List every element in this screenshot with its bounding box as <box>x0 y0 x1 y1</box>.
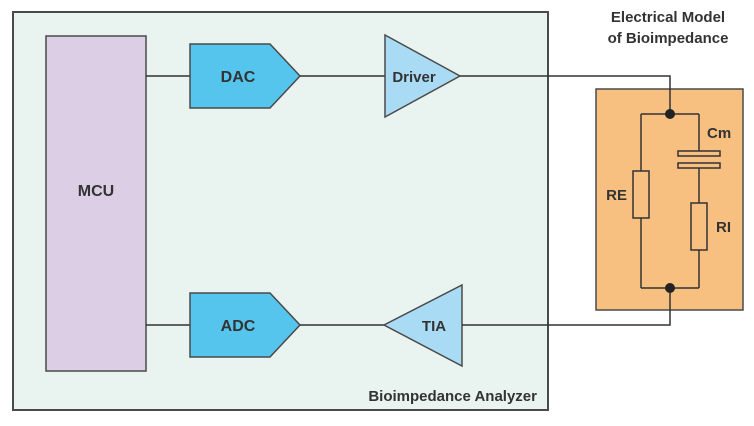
top-junction-dot <box>665 109 675 119</box>
model-title-line1: Electrical Model <box>611 9 725 26</box>
re-resistor <box>632 170 650 219</box>
driver-amplifier <box>384 33 462 119</box>
wire-model-tia <box>462 288 671 326</box>
cm-capacitor-plate-bottom <box>677 162 721 169</box>
dac-block <box>189 43 302 109</box>
cm-capacitor-plate-top <box>677 150 721 157</box>
re-label: RE <box>606 187 627 204</box>
ri-resistor <box>690 202 708 251</box>
tia-label: TIA <box>422 318 446 335</box>
adc-label: ADC <box>221 318 256 335</box>
bottom-junction-dot <box>665 283 675 293</box>
cm-label: Cm <box>707 125 731 142</box>
dac-label: DAC <box>221 69 256 86</box>
adc-block <box>189 292 302 358</box>
ri-label: RI <box>716 219 731 236</box>
analyzer-title: Bioimpedance Analyzer <box>368 388 537 405</box>
mcu-label: MCU <box>78 183 114 200</box>
mcu-block <box>45 35 147 372</box>
wire-driver-model <box>460 75 671 114</box>
driver-label: Driver <box>392 69 436 86</box>
model-title-line2: of Bioimpedance <box>608 30 729 47</box>
